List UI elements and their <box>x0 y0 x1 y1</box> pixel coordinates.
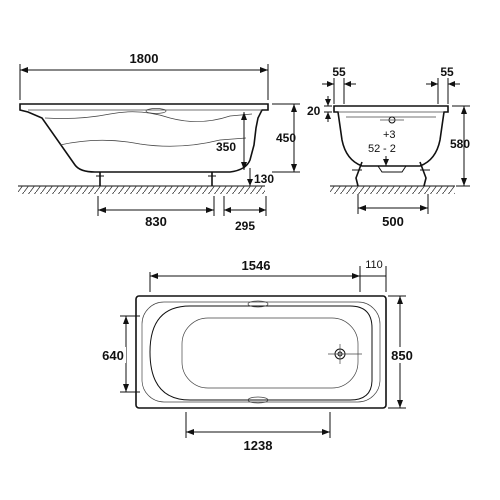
dim-350-label: 350 <box>216 140 236 154</box>
side-view: 1800 450 350 130 830 295 <box>18 51 300 233</box>
side-tub-outline <box>19 103 269 173</box>
top-rim-inner <box>141 301 381 403</box>
front-view: 55 55 20 580 +3 52 - 2 <box>307 65 470 229</box>
side-grip-icon <box>145 108 167 114</box>
dim-500-label: 500 <box>382 214 404 229</box>
dim-1546-label: 1546 <box>242 258 271 273</box>
dim-1238-label: 1238 <box>244 438 273 453</box>
dim-295-label: 295 <box>235 219 255 233</box>
front-tub-outline <box>333 105 449 167</box>
dim-1800-label: 1800 <box>130 51 159 66</box>
dim-20-label: 20 <box>307 104 321 118</box>
top-tub-outline <box>135 295 387 409</box>
top-grip-lower-icon <box>247 396 269 404</box>
top-basin-outline <box>149 305 373 401</box>
top-view: 1546 110 640 850 1238 <box>100 258 418 453</box>
front-legs <box>352 161 430 187</box>
front-drain-icon <box>377 165 407 173</box>
side-inner-wave-low <box>59 137 247 147</box>
front-ground-hatch <box>330 186 455 194</box>
dim-110-label: 110 <box>365 259 383 271</box>
dim-55-left-label: 55 <box>332 65 346 79</box>
dim-adjust-minus-label: - 2 <box>383 143 396 155</box>
dim-adjust-plus-label: +3 <box>383 129 396 141</box>
dim-830-label: 830 <box>145 214 167 229</box>
top-grip-upper-icon <box>247 300 269 308</box>
dim-580-label: 580 <box>450 137 470 151</box>
top-basin-floor <box>181 317 359 389</box>
side-ground-hatch <box>18 186 265 194</box>
dim-640-label: 640 <box>102 348 124 363</box>
dim-adjust-base-label: 52 <box>368 143 380 155</box>
side-inner-wave <box>44 111 253 122</box>
dim-850-label: 850 <box>391 348 413 363</box>
dim-55-right-label: 55 <box>440 65 454 79</box>
dim-450-label: 450 <box>276 131 296 145</box>
side-legs <box>96 172 216 186</box>
dim-130-label: 130 <box>254 172 274 186</box>
